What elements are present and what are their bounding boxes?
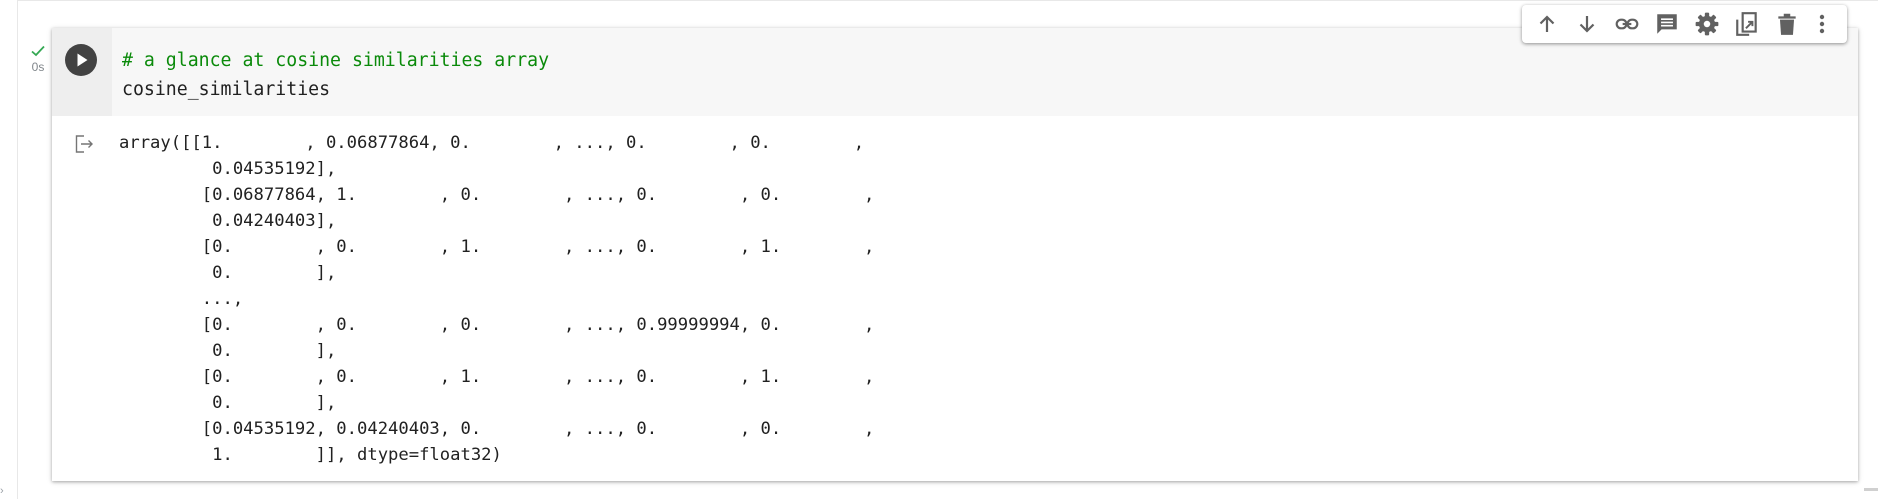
top-rule [17, 0, 1878, 1]
comment-icon [1657, 14, 1677, 34]
left-rule [17, 0, 18, 499]
link-icon [1615, 18, 1639, 30]
play-icon [77, 53, 88, 67]
mirror-cell-icon [1736, 12, 1757, 36]
code-editor[interactable]: # a glance at cosine similarities array … [122, 46, 549, 104]
move-cell-down-button[interactable] [1567, 5, 1607, 43]
code-cell[interactable]: # a glance at cosine similarities array … [52, 28, 1858, 481]
arrow-down-icon [1579, 16, 1595, 33]
add-comment-button[interactable] [1647, 5, 1687, 43]
more-actions-button[interactable] [1807, 5, 1837, 43]
more-vert-icon [1819, 14, 1825, 34]
cell-toolbar [1522, 5, 1847, 43]
delete-cell-button[interactable] [1767, 5, 1807, 43]
cell-settings-button[interactable] [1687, 5, 1727, 43]
output-text: array([[1. , 0.06877864, 0. , ..., 0. , … [119, 133, 875, 465]
execution-status: 0s [24, 44, 52, 74]
execution-time: 0s [31, 60, 45, 74]
run-cell-button[interactable] [65, 44, 97, 76]
code-line: cosine_similarities [122, 79, 331, 100]
cell-gutter [52, 28, 112, 116]
check-icon [31, 45, 45, 57]
code-comment: # a glance at cosine similarities array [122, 50, 550, 71]
output-redirect-icon[interactable] [74, 134, 96, 154]
scroll-mark [1864, 488, 1878, 491]
copy-link-button[interactable] [1607, 5, 1647, 43]
gear-icon [1695, 12, 1719, 36]
mirror-cell-button[interactable] [1727, 5, 1767, 43]
cell-output: array([[1. , 0.06877864, 0. , ..., 0. , … [52, 116, 1858, 481]
trash-icon [1778, 13, 1796, 35]
chevron-right-icon: › [0, 485, 4, 497]
arrow-up-icon [1539, 15, 1555, 32]
move-cell-up-button[interactable] [1527, 5, 1567, 43]
